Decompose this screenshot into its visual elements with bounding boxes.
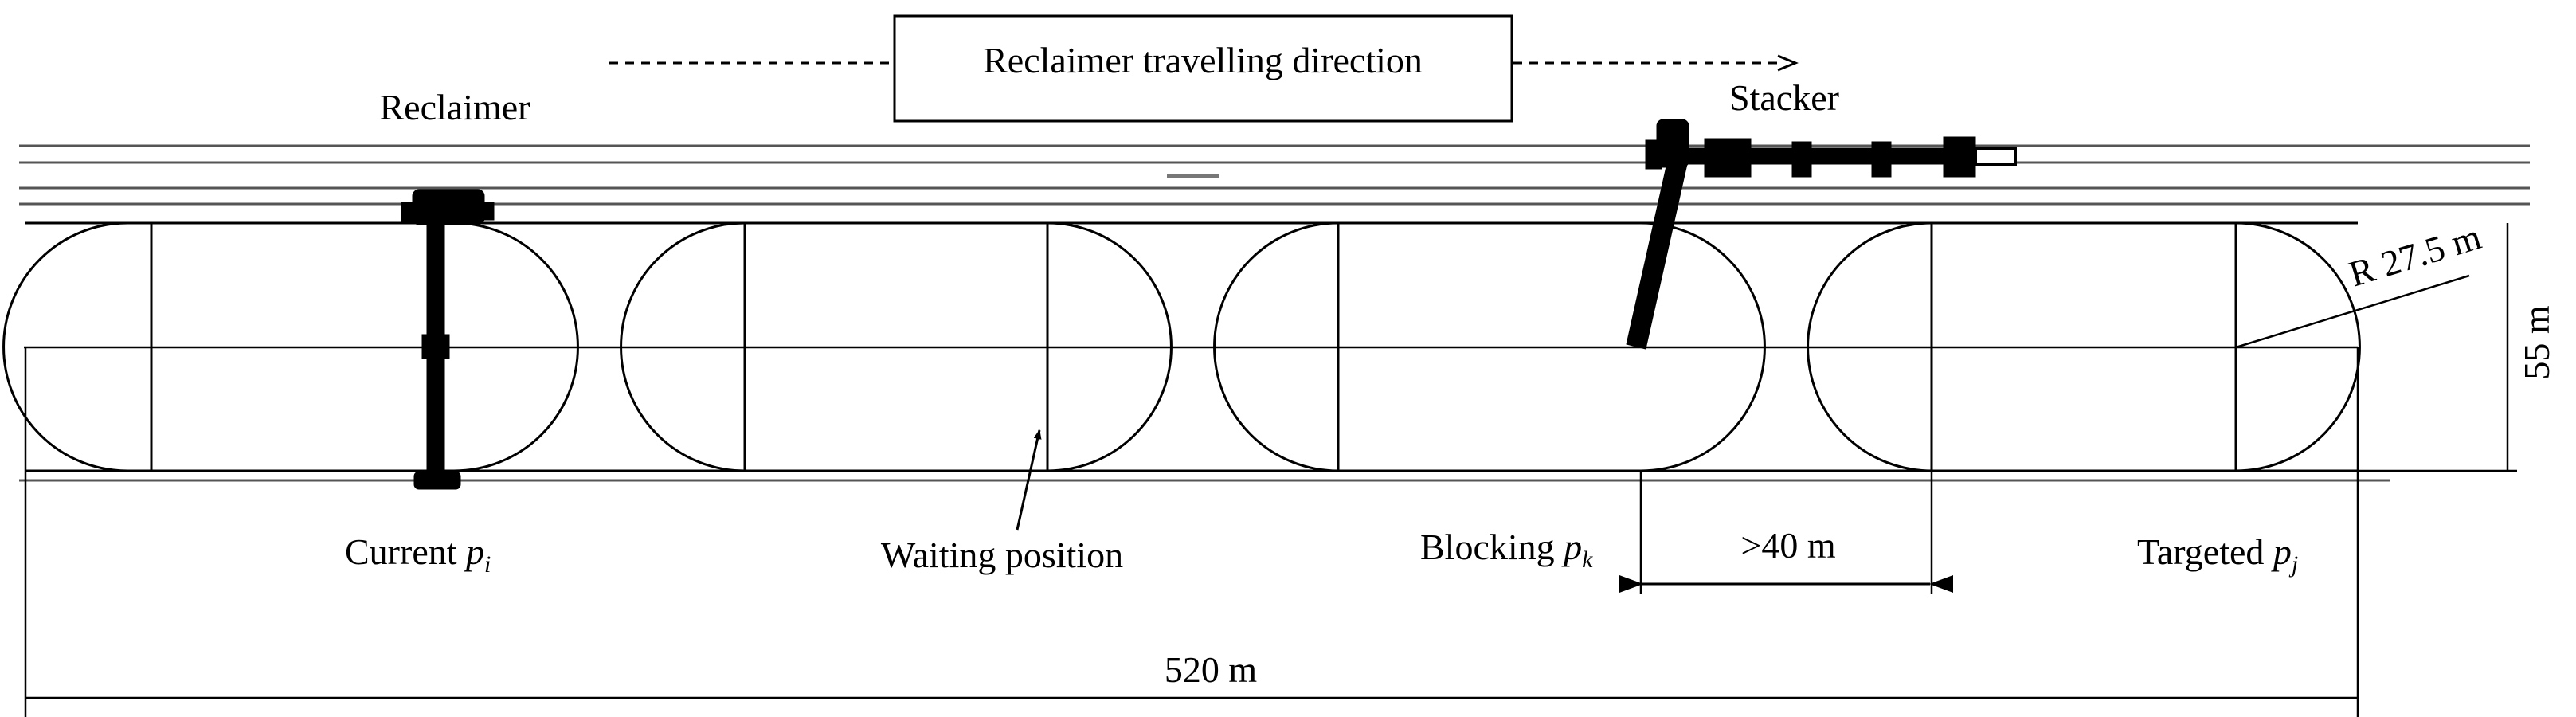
stockyard-bed xyxy=(2,221,2390,482)
stacker-arm-block xyxy=(1871,141,1892,178)
stacker-arm-tip xyxy=(1974,147,2017,166)
reclaimer-boom-joint xyxy=(421,334,450,359)
reclaimer-head-knob xyxy=(480,202,495,221)
pile-end-cap xyxy=(1807,221,1932,472)
stacker-arm-block xyxy=(1943,136,1976,178)
direction-indicator: Reclaimer travelling direction xyxy=(609,14,1799,123)
radius-line xyxy=(2235,274,2470,349)
reclaimer-label: Reclaimer xyxy=(379,87,530,127)
targeted-position-var: p xyxy=(2271,531,2292,572)
current-position-label: Current pi xyxy=(345,531,491,578)
stacker-machine xyxy=(1626,119,2017,350)
stacker-cab xyxy=(1645,139,1662,170)
stacker-arm-block xyxy=(1791,141,1812,178)
stacker-arm xyxy=(1680,147,1952,165)
reclaimer-machine xyxy=(401,189,495,490)
direction-arrowhead xyxy=(1777,54,1799,72)
gap-label: >40 m xyxy=(1740,525,1835,566)
blocking-position-var: p xyxy=(1561,527,1582,567)
pile-end-cap xyxy=(1640,221,1766,472)
pile-end-cap xyxy=(620,221,746,472)
current-position-var: p xyxy=(464,531,484,572)
pile-end-cap xyxy=(1047,221,1173,472)
pile-end-cap xyxy=(2,221,151,472)
targeted-position-label: Targeted pj xyxy=(2137,531,2298,578)
reclaimer-head-knob xyxy=(401,202,417,224)
waiting-position-pointer xyxy=(1016,429,1042,531)
targeted-position-sub: j xyxy=(2288,551,2298,578)
stacker-label: Stacker xyxy=(1729,77,1839,118)
targeted-position-text: Targeted xyxy=(2137,531,2273,572)
pile-end-cap xyxy=(453,221,579,472)
reclaimer-head xyxy=(412,189,485,225)
width-label: 55 m xyxy=(2516,305,2557,380)
waiting-position-label: Waiting position xyxy=(881,535,1123,575)
total-length-label: 520 m xyxy=(1165,649,1258,690)
reclaimer-base xyxy=(413,471,461,490)
current-position-text: Current xyxy=(345,531,466,572)
blocking-position-label: Blocking pk xyxy=(1420,527,1593,573)
rail-tracks xyxy=(19,144,2530,206)
blocking-position-text: Blocking xyxy=(1420,527,1564,567)
direction-label-box xyxy=(893,14,1513,123)
stacker-boom xyxy=(1626,159,1688,350)
blocking-position-sub: k xyxy=(1582,547,1593,573)
radius-label: R 27.5 m xyxy=(2344,216,2486,295)
current-position-sub: i xyxy=(484,551,491,578)
direction-label: Reclaimer travelling direction xyxy=(983,40,1423,80)
pile-end-cap xyxy=(2235,221,2361,472)
pile-end-cap xyxy=(1213,221,1339,472)
